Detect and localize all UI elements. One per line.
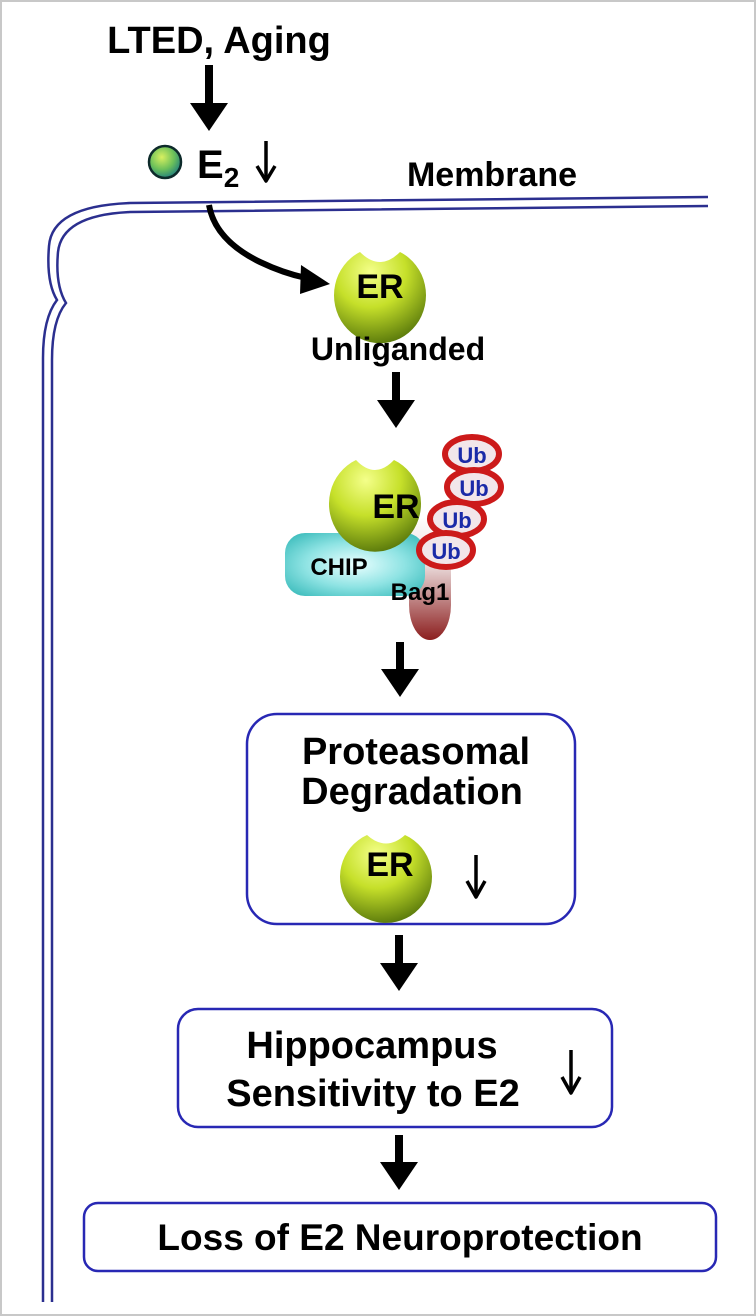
chip-label: CHIP: [310, 554, 367, 581]
ubiquitin-label-2: Ub: [459, 476, 488, 501]
degradation-line1: Proteasomal: [302, 731, 530, 773]
arrow-down-trigger: [190, 65, 228, 131]
ubiquitination-complex: ER CHIP Bag1 Ub Ub Ub Ub: [285, 434, 504, 640]
degradation-line2: Degradation: [301, 771, 523, 813]
estradiol-label: E2: [197, 143, 239, 193]
sensitivity-box: Hippocampus Sensitivity to E2: [176, 1007, 614, 1129]
arrow-down-to-sensitivity: [380, 935, 418, 991]
bag1-label: Bag1: [391, 579, 450, 606]
ubiquitin-tag-2: Ub: [444, 467, 504, 507]
ubiquitin-tag-1: Ub: [442, 434, 502, 474]
estrogen-receptor-unliganded: ER: [334, 252, 426, 344]
receptor-label: ER: [356, 268, 403, 306]
ubiquitin-label-3: Ub: [442, 508, 471, 533]
arrow-down-to-outcome: [380, 1135, 418, 1190]
arrow-down-to-degradation: [381, 642, 419, 697]
outcome-label: Loss of E2 Neuroprotection: [157, 1217, 642, 1258]
arrow-curved-to-receptor: [206, 204, 330, 294]
outcome-box: Loss of E2 Neuroprotection: [82, 1201, 718, 1273]
degraded-receptor-shape: [339, 835, 432, 923]
estradiol-molecule-icon: [147, 144, 183, 180]
sensitivity-line2: Sensitivity to E2: [226, 1073, 520, 1115]
estradiol-symbol: E: [197, 143, 224, 187]
degradation-box: Proteasomal Degradation ER: [245, 712, 577, 926]
degraded-receptor-label: ER: [366, 846, 413, 884]
estradiol-subscript: 2: [224, 162, 240, 193]
decrease-arrow-icon: [255, 141, 277, 183]
membrane-label: Membrane: [407, 156, 577, 194]
ubiquitin-label-4: Ub: [431, 539, 460, 564]
ubiquitin-label-1: Ub: [457, 443, 486, 468]
complex-receptor-shape: [329, 460, 421, 552]
decrease-arrow-icon: [560, 1050, 582, 1095]
unliganded-label: Unliganded: [311, 331, 485, 367]
arrow-down-to-complex: [377, 372, 415, 428]
cell-membrane: [41, 195, 709, 1302]
sensitivity-line1: Hippocampus: [246, 1025, 497, 1067]
decrease-arrow-icon: [465, 855, 487, 899]
trigger-label: LTED, Aging: [107, 20, 331, 62]
ubiquitin-tag-4: Ub: [416, 530, 476, 570]
complex-receptor-label: ER: [372, 488, 419, 526]
